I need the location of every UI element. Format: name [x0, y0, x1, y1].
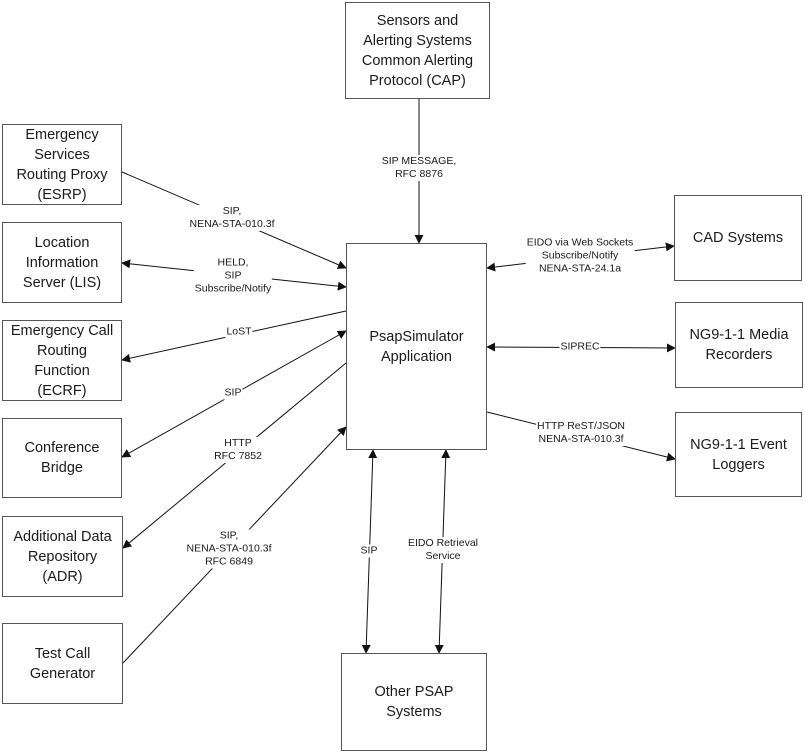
edge-label-sip-other: SIP	[359, 544, 379, 558]
node-psap-simulator: PsapSimulator Application	[346, 243, 487, 450]
node-adr: Additional Data Repository (ADR)	[2, 516, 123, 597]
edge-label-cap: SIP MESSAGE, RFC 8876	[380, 155, 458, 181]
node-ecrf: Emergency Call Routing Function (ECRF)	[2, 320, 122, 401]
edge-label-esrp: SIP, NENA-STA-010.3f	[188, 205, 276, 231]
node-lis: Location Information Server (LIS)	[2, 222, 122, 303]
edge-label-adr: HTTP RFC 7852	[213, 437, 263, 463]
node-cad-systems: CAD Systems	[674, 195, 802, 281]
edge-label-rec: SIPREC	[559, 340, 601, 354]
node-event-loggers: NG9-1-1 Event Loggers	[675, 412, 802, 497]
node-conference-bridge: Conference Bridge	[2, 418, 122, 498]
node-test-call-generator: Test Call Generator	[2, 623, 123, 704]
edge-label-eido-other: EIDO Retrieval Service	[406, 537, 480, 563]
edge-label-cad: EIDO via Web Sockets Subscribe/Notify NE…	[525, 236, 635, 276]
edge-label-conf: SIP	[223, 386, 243, 400]
node-esrp: Emergency Services Routing Proxy (ESRP)	[2, 124, 122, 205]
edge-label-lis: HELD, SIP Subscribe/Notify	[193, 256, 273, 296]
edge-label-log: HTTP ReST/JSON NENA-STA-010.3f	[536, 420, 626, 446]
node-other-psap: Other PSAP Systems	[341, 653, 487, 751]
edge-label-ecrf: LoST	[225, 325, 253, 339]
node-media-recorders: NG9-1-1 Media Recorders	[675, 302, 803, 388]
edge-label-tcg: SIP, NENA-STA-010.3f RFC 6849	[185, 529, 273, 569]
node-cap-sensors: Sensors and Alerting Systems Common Aler…	[345, 2, 490, 99]
